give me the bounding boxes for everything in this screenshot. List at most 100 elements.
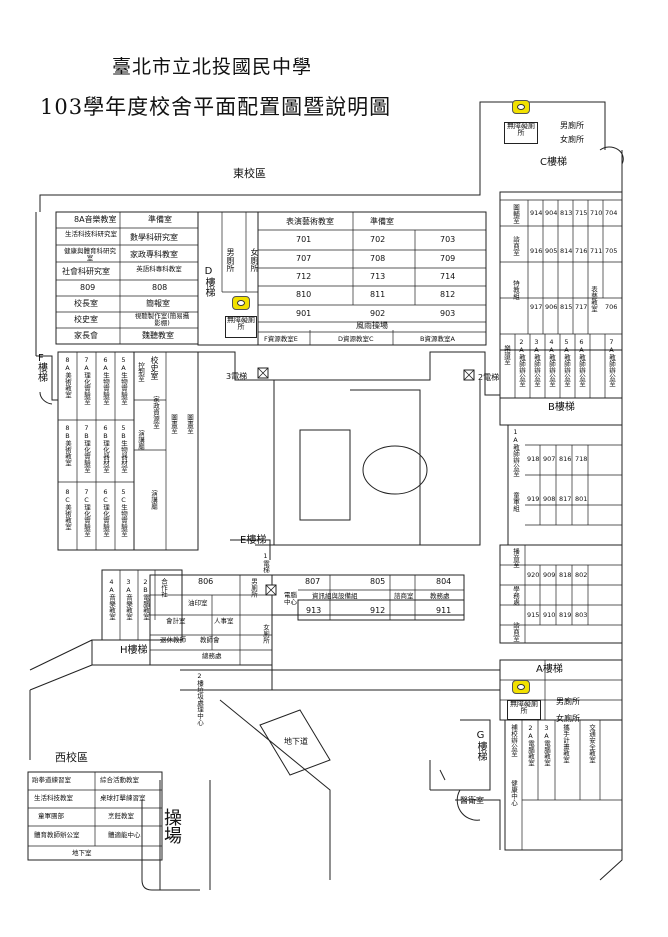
classroom: 812 [440, 290, 456, 299]
classroom: 708 [370, 254, 386, 263]
map-title-line2: 103學年度校舍平面配置圖暨說明圖 [40, 95, 392, 119]
teacher-office: 4A教師辦公室 [547, 338, 556, 387]
room-bio-5c: 5C生物實驗室 [119, 488, 128, 537]
female-restroom-south: 女廁所 [556, 714, 580, 723]
male-restroom-south: 男廁所 [556, 697, 580, 706]
room-school-history: 校史室 [150, 356, 159, 380]
teacher-office: 6A教師辦公室 [577, 338, 586, 387]
female-restroom-south-block: 女廁所 [261, 624, 270, 644]
classroom: 814 [560, 247, 573, 255]
classroom: 903 [440, 309, 456, 318]
room-math-research: 數學科研究室 [130, 233, 178, 242]
classroom: 705 [605, 247, 618, 255]
room-sci-7c: 7C理化實驗室 [82, 488, 91, 537]
classroom: 910 [543, 611, 556, 619]
classroom: 914 [530, 209, 543, 217]
room-bio-5b: 5B生物器材室 [119, 424, 128, 473]
room-general-affairs: 總務處 [202, 652, 222, 660]
room-control: 控制室 [136, 362, 145, 382]
elevator-1-label: 1電梯 [261, 552, 270, 573]
classroom: 920 [527, 571, 540, 579]
classroom: 917 [530, 303, 543, 311]
sports-hall: 風雨操場 [356, 321, 388, 330]
classroom: 908 [543, 495, 556, 503]
room-speech-hall-2: 演講廳 [149, 490, 158, 510]
classroom: 919 [527, 495, 540, 503]
room-arts-east: 表藝教室 [589, 286, 598, 312]
room-parents: 家長會 [74, 331, 98, 340]
classroom: 712 [296, 272, 312, 281]
classroom: 813 [560, 209, 573, 217]
male-restroom-south-block: 男廁所 [249, 578, 258, 598]
room-special-ed: 特教組 [511, 280, 520, 300]
underpass-label: 地下道 [284, 737, 308, 746]
stair-c-label: C樓梯 [540, 157, 567, 168]
room-bio-5a: 5A生物實驗室 [119, 356, 128, 405]
room-coop: 合作社 [159, 578, 168, 598]
classroom: 915 [527, 611, 540, 619]
room-english: 英語科專科教室 [136, 265, 182, 273]
classroom: 810 [296, 290, 312, 299]
room-life-tech-research: 生活科技科研究室 [65, 230, 117, 238]
accessible-restroom-north: 無障礙廁所 [504, 122, 538, 144]
male-restroom-north: 男廁所 [560, 121, 584, 130]
room-health-pe-research: 健康與體育科研究室 [64, 247, 116, 262]
room-cooking: 烹飪教室 [108, 812, 134, 820]
room-804: 804 [436, 577, 452, 586]
zone-east-label: 東校區 [233, 167, 266, 180]
teacher-office: 5A教師辦公室 [562, 338, 571, 387]
room-principal: 校長室 [74, 299, 98, 308]
room-resource-c: D資源教室C [338, 335, 374, 343]
female-restroom-d: 女廁所 [250, 248, 259, 272]
accessible-restroom-south: 無障礙廁所 [507, 700, 541, 720]
classroom: 711 [590, 247, 603, 255]
classroom: 718 [575, 455, 588, 463]
stair-d-label: D樓梯 [203, 266, 214, 297]
classroom: 707 [296, 254, 312, 263]
classroom: 916 [530, 247, 543, 255]
classroom: 715 [575, 209, 588, 217]
accessible-restroom-marker-icon [512, 100, 530, 114]
room-911: 911 [436, 606, 452, 615]
classroom: 817 [559, 495, 572, 503]
classroom: 706 [605, 303, 618, 311]
room-912: 912 [370, 606, 386, 615]
classroom: 701 [296, 235, 312, 244]
room-life-tech-west: 生活科技教室 [34, 794, 73, 802]
classroom: 901 [296, 309, 312, 318]
room-health-center: 健康中心 [509, 780, 518, 806]
stair-g-label: G樓梯 [475, 730, 486, 761]
room-home-resources: 家政資源室 [151, 396, 160, 429]
classroom: 819 [559, 611, 572, 619]
male-restroom-d: 男廁所 [226, 248, 235, 272]
room-retired-teachers: 退休教師 [160, 636, 186, 644]
room-library-2: 圖書室 [185, 414, 194, 434]
room-social-research: 社會科研究室 [62, 267, 110, 276]
room-808: 808 [152, 283, 168, 292]
room-805: 805 [370, 577, 386, 586]
classroom: 906 [545, 303, 558, 311]
classroom: 703 [440, 235, 456, 244]
classroom: 710 [590, 209, 603, 217]
room-video-studio: 視聽製作室(簡易攝影棚) [134, 312, 190, 327]
room-806: 806 [198, 577, 214, 586]
stair-h-label: H樓梯 [120, 645, 148, 656]
teacher-office: 2A教師辦公室 [517, 338, 526, 387]
classroom: 811 [370, 290, 386, 299]
room-handinhand: 攜手計畫教室 [561, 724, 570, 763]
room-print: 油印室 [188, 599, 208, 607]
female-restroom-north: 女廁所 [560, 135, 584, 144]
map-title-line1: 臺北市立北投國民中學 [112, 56, 313, 78]
classroom: 818 [559, 571, 572, 579]
room-taekwondo: 跆拳道練習室 [32, 776, 71, 784]
room-recycling: 2樓垃圾處理中心 [195, 672, 204, 726]
room-counsel-south: 諮商室 [394, 592, 414, 600]
room-history: 校史室 [74, 315, 98, 324]
room-music-4a: 4A音樂教室 [107, 578, 116, 620]
room-traffic-safety: 交通安全教室 [587, 724, 596, 763]
classroom: 714 [440, 272, 456, 281]
stair-e-label: E樓梯 [240, 535, 267, 546]
room-academic-affairs: 學務處 [511, 586, 520, 606]
